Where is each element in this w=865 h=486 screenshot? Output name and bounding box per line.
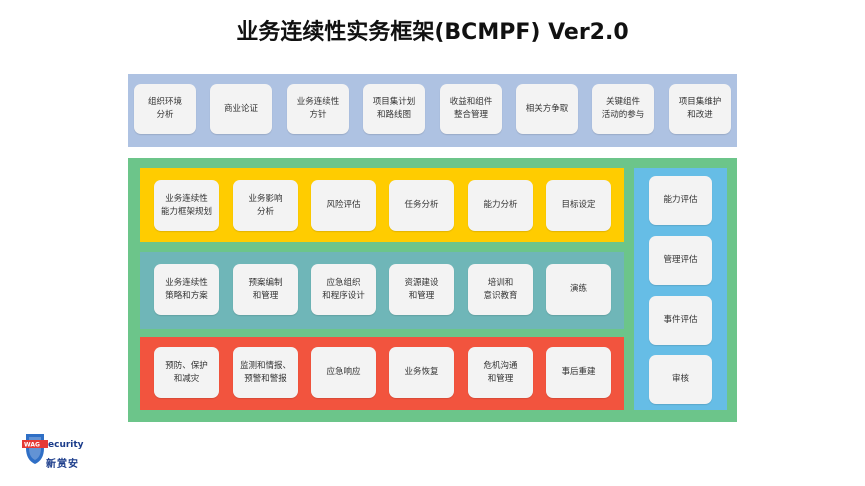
- implementation-box-5: 培训和 意识教育: [468, 264, 533, 315]
- implementation-box-4: 资源建设 和管理: [389, 264, 454, 315]
- svg-text:WAG: WAG: [24, 442, 40, 449]
- response-box-2: 监测和情报、 预警和警报: [233, 347, 298, 398]
- planning-box-5: 能力分析: [468, 180, 533, 231]
- response-box-1: 预防、保护 和减灾: [154, 347, 219, 398]
- evaluation-box-4: 审核: [649, 355, 712, 404]
- top-box-3: 业务连续性 方针: [287, 84, 349, 134]
- implementation-box-2: 预案编制 和管理: [233, 264, 298, 315]
- planning-box-3: 风险评估: [311, 180, 376, 231]
- implementation-box-3: 应急组织 和程序设计: [311, 264, 376, 315]
- planning-box-6: 目标设定: [546, 180, 611, 231]
- implementation-box-6: 演练: [546, 264, 611, 315]
- top-box-5: 收益和组件 整合管理: [440, 84, 502, 134]
- implementation-box-1: 业务连续性 策略和方案: [154, 264, 219, 315]
- top-box-2: 商业论证: [210, 84, 272, 134]
- response-box-6: 事后重建: [546, 347, 611, 398]
- top-box-6: 相关方争取: [516, 84, 578, 134]
- evaluation-box-2: 管理评估: [649, 236, 712, 285]
- planning-box-4: 任务分析: [389, 180, 454, 231]
- page-title: 业务连续性实务框架(BCMPF) Ver2.0: [236, 20, 629, 45]
- top-box-4: 项目集计划 和路线图: [363, 84, 425, 134]
- evaluation-box-1: 能力评估: [649, 176, 712, 225]
- response-box-4: 业务恢复: [389, 347, 454, 398]
- planning-box-2: 业务影响 分析: [233, 180, 298, 231]
- implementation-row: [140, 252, 624, 329]
- top-box-1: 组织环境 分析: [134, 84, 196, 134]
- planning-box-1: 业务连续性 能力框架规划: [154, 180, 219, 231]
- response-box-5: 危机沟通 和管理: [468, 347, 533, 398]
- logo-subtitle: 新赏安: [46, 459, 79, 470]
- wagsecurity-logo: WAG ecurity: [22, 434, 84, 464]
- evaluation-box-3: 事件评估: [649, 296, 712, 345]
- response-box-3: 应急响应: [311, 347, 376, 398]
- svg-text:ecurity: ecurity: [48, 440, 84, 450]
- response-row: [140, 337, 624, 410]
- top-box-8: 项目集维护 和改进: [669, 84, 731, 134]
- planning-row: [140, 168, 624, 242]
- top-box-7: 关键组件 活动的参与: [592, 84, 654, 134]
